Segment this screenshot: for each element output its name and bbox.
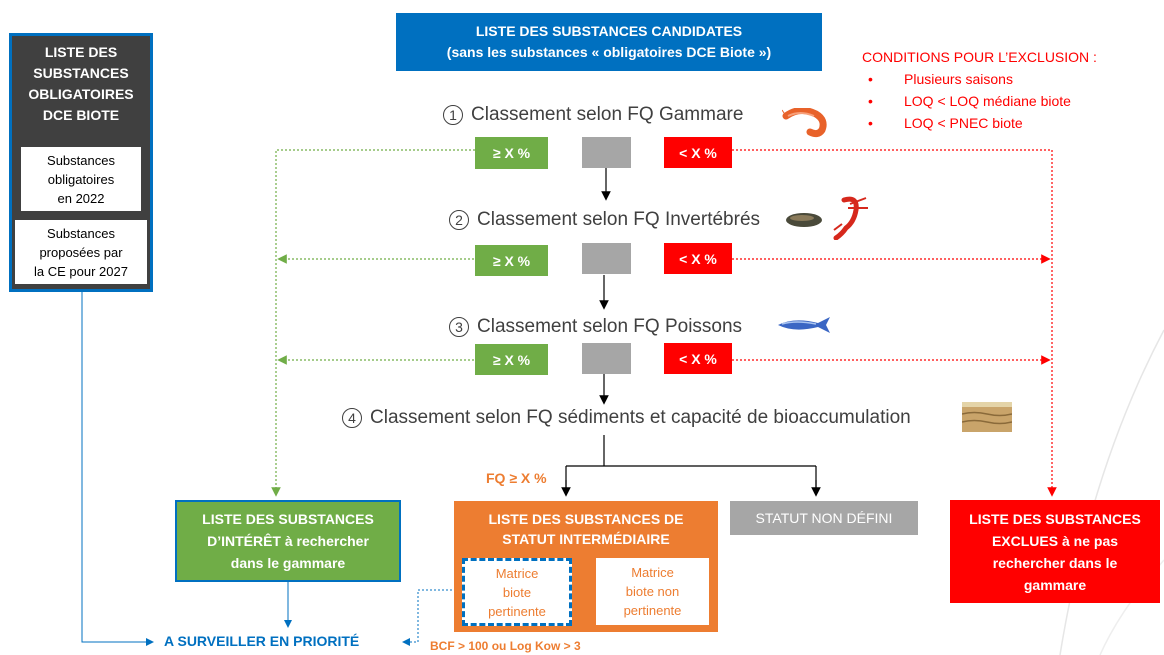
exclusion-conditions: CONDITIONS POUR L’EXCLUSION : •Plusieurs…	[862, 46, 1162, 134]
invertebrate-low-badge: < X %	[664, 243, 732, 274]
proposed-2027-box: Substances proposées par la CE pour 2027	[15, 220, 147, 284]
interest-substances-box: LISTE DES SUBSTANCES D’INTÉRÊT à recherc…	[175, 500, 401, 582]
shrimp-icon	[782, 108, 827, 138]
fish-undetermined-box	[582, 343, 631, 374]
intermediate-status-box: LISTE DES SUBSTANCES DE STATUT INTERMÉDI…	[454, 501, 718, 632]
fish-low-badge: < X %	[664, 343, 732, 374]
mandatory-substances-panel: LISTE DES SUBSTANCES OBLIGATOIRES DCE BI…	[9, 33, 153, 292]
step-number: 1	[443, 105, 463, 125]
priority-label: A SURVEILLER EN PRIORITÉ	[164, 633, 360, 649]
red-dotted-path	[732, 149, 1057, 497]
condition-item: •LOQ < LOQ médiane biote	[868, 93, 1071, 109]
condition-item: •LOQ < PNEC biote	[868, 115, 1023, 131]
candidate-list-title: LISTE DES SUBSTANCES CANDIDATES	[475, 23, 743, 39]
step-2-label: 2 Classement selon FQ Invertébrés	[449, 209, 760, 231]
undefined-status-box: STATUT NON DÉFINI	[730, 501, 918, 535]
candidate-list-box: LISTE DES SUBSTANCES CANDIDATES (sans le…	[396, 13, 822, 71]
step-4-label: 4 Classement selon FQ sédiments et capac…	[342, 407, 911, 429]
gammare-low-badge: < X %	[664, 137, 732, 168]
invertebrate-high-badge: ≥ X %	[475, 245, 548, 276]
green-dotted-path	[271, 149, 475, 497]
step-number: 3	[449, 317, 469, 337]
gammare-high-badge: ≥ X %	[475, 137, 548, 169]
flow-split	[565, 435, 817, 490]
mussel-crayfish-icon	[786, 196, 868, 240]
step-number: 4	[342, 408, 362, 428]
fq-threshold-label: FQ ≥ X %	[486, 470, 547, 486]
relevant-matrix-box: Matrice biote pertinente	[462, 558, 572, 626]
invertebrate-undetermined-box	[582, 243, 631, 274]
step-1-label: 1 Classement selon FQ Gammare	[443, 104, 743, 126]
intermediate-title: LISTE DES SUBSTANCES DE STATUT INTERMÉDI…	[488, 511, 684, 547]
condition-item: •Plusieurs saisons	[868, 71, 1013, 87]
sediment-icon	[962, 402, 1012, 432]
step-number: 2	[449, 210, 469, 230]
conditions-title: CONDITIONS POUR L’EXCLUSION :	[862, 49, 1097, 65]
step-3-label: 3 Classement selon FQ Poissons	[449, 316, 742, 338]
fish-icon	[778, 317, 830, 333]
gammare-undetermined-box	[582, 137, 631, 168]
mandatory-panel-title: LISTE DES SUBSTANCES OBLIGATOIRES DCE BI…	[28, 44, 134, 123]
excluded-substances-box: LISTE DES SUBSTANCES EXCLUES à ne pas re…	[950, 500, 1160, 603]
fish-high-badge: ≥ X %	[475, 344, 548, 375]
candidate-list-subtitle: (sans les substances « obligatoires DCE …	[446, 44, 772, 60]
blue-line-left	[81, 292, 154, 646]
mandatory-2022-box: Substances obligatoires en 2022	[21, 147, 141, 211]
bcf-condition-label: BCF > 100 ou Log Kow > 3	[430, 639, 581, 653]
blue-dotted-bcf	[402, 589, 460, 646]
non-relevant-matrix-box: Matrice biote non pertinente	[596, 558, 709, 625]
